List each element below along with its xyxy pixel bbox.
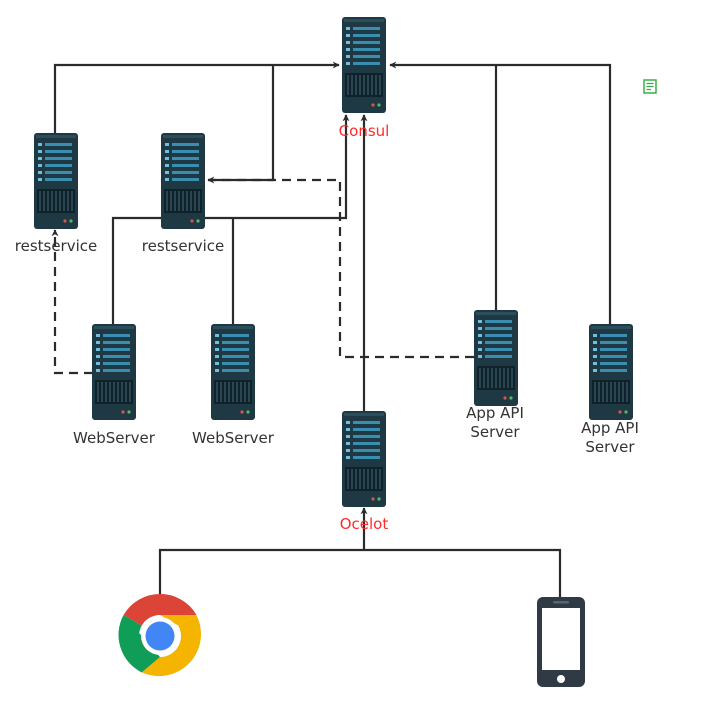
connectors <box>53 61 612 598</box>
smartphone-icon <box>537 597 585 687</box>
edge-consul-restservice-mid <box>207 65 275 184</box>
edge-webserver-left-consul <box>111 114 350 325</box>
restservice-left-label: restservice <box>15 237 98 255</box>
ocelot-server-icon <box>342 411 386 507</box>
webserver-mid-server-icon <box>211 324 255 420</box>
webserver-left-server-icon <box>92 324 136 420</box>
app-api-left-server-icon <box>474 310 518 406</box>
app-api-right-server-icon <box>589 324 633 420</box>
webserver-left-label: WebServer <box>73 429 156 447</box>
app-api-right-label-line2: Server <box>585 438 635 456</box>
edit-icon[interactable] <box>643 79 657 94</box>
edge-restservice-left-consul <box>53 61 340 134</box>
dashed-app-api-restservice-mid <box>208 178 474 359</box>
edge-chrome-ocelot <box>158 548 562 598</box>
dashed-connectors <box>51 178 474 375</box>
webserver-mid-label: WebServer <box>192 429 275 447</box>
ocelot-label: Ocelot <box>340 515 389 533</box>
restservice-left-server-icon <box>34 133 78 229</box>
dashed-webserver-restservice-left <box>51 229 93 375</box>
chrome-icon <box>118 594 201 677</box>
restservice-mid-server-icon <box>161 133 205 229</box>
consul-label: Consul <box>339 122 390 140</box>
app-api-left-label-line2: Server <box>470 423 520 441</box>
restservice-mid-label: restservice <box>142 237 225 255</box>
consul-server-icon <box>342 17 386 113</box>
edge-app-api-right-consul <box>389 61 612 325</box>
app-api-right-label-line1: App API <box>581 419 639 437</box>
app-api-left-label-line1: App API <box>466 404 524 422</box>
